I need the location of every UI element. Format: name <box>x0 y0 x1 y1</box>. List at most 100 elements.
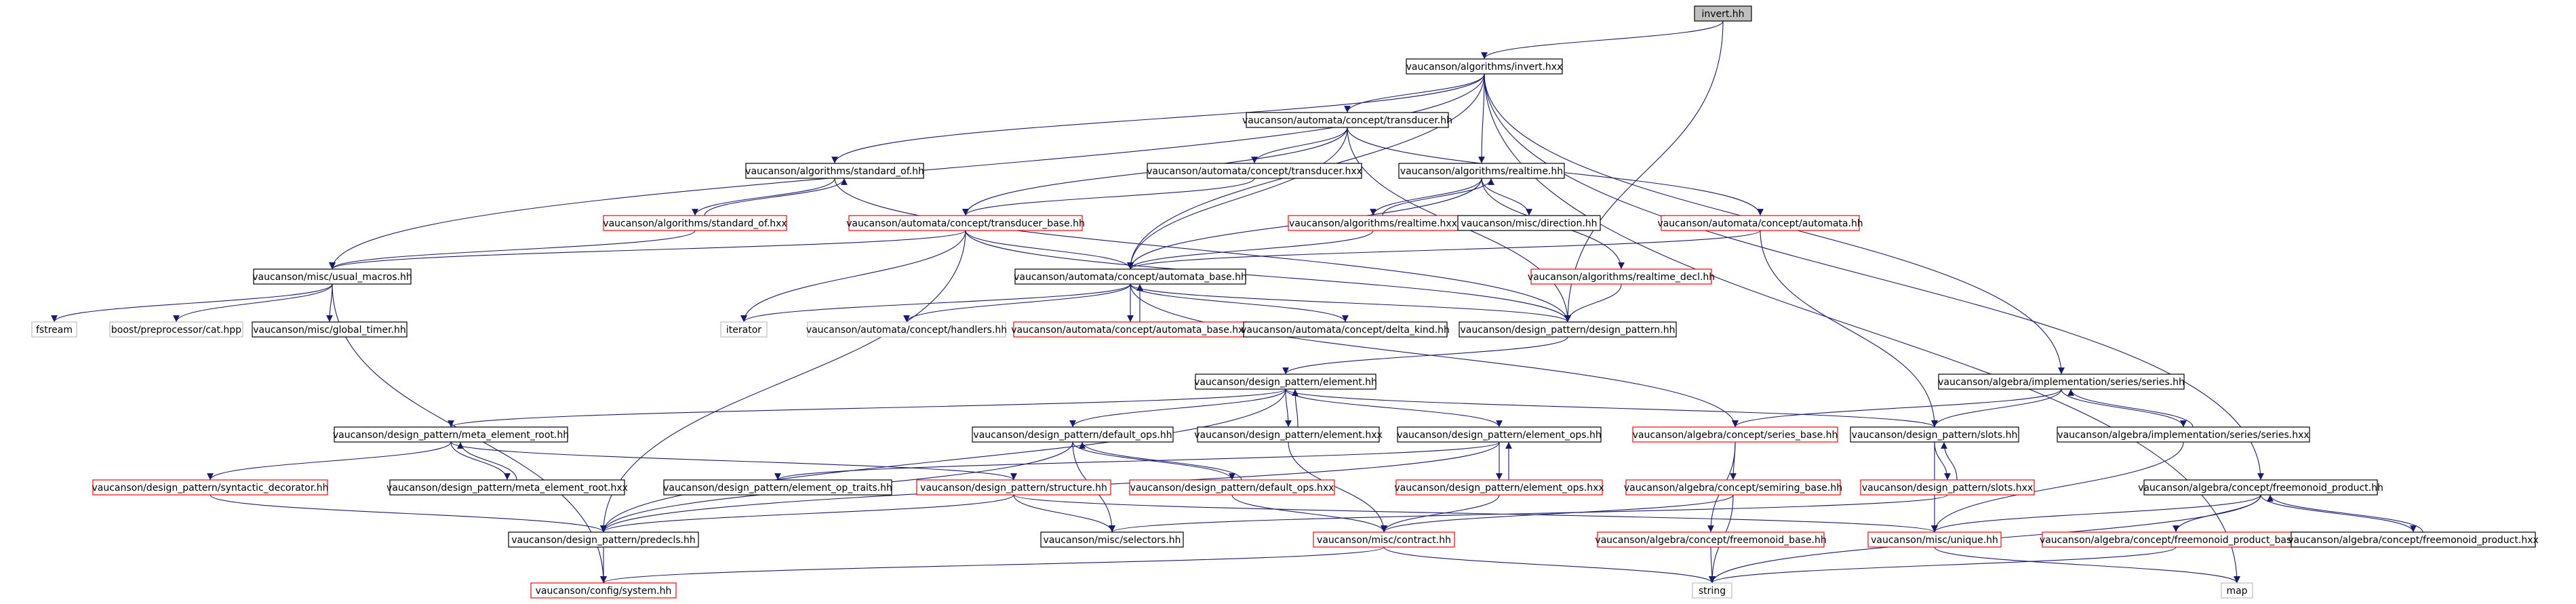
node-slots-hxx[interactable]: vaucanson/design_pattern/slots.hxx <box>1860 479 2035 496</box>
node-standard-of-hxx[interactable]: vaucanson/algorithms/standard_of.hxx <box>603 215 787 231</box>
node-label: boost/preprocessor/cat.hpp <box>111 325 241 336</box>
node-series-hxx[interactable]: vaucanson/algebra/implementation/series/… <box>2057 426 2310 443</box>
edge-standard_of_hxx-to-usual_macros_hh <box>329 230 696 270</box>
edge-element_hxx-to-element_hh <box>1292 388 1299 428</box>
node-box <box>2221 582 2253 599</box>
node-syntactic-decorator-hh[interactable]: vaucanson/design_pattern/syntactic_decor… <box>92 479 329 496</box>
node-freemonoid-product-hxx[interactable]: vaucanson/algebra/concept/freemonoid_pro… <box>2288 531 2539 548</box>
node-transducer-base-hh[interactable]: vaucanson/automata/concept/transducer_ba… <box>846 215 1085 231</box>
node-label: vaucanson/algebra/concept/freemonoid_pro… <box>2040 535 2312 546</box>
edge-standard_of_hh-to-design_pattern_hh <box>834 178 1571 323</box>
edge-usual_macros_hh-to-global_timer_hh <box>326 283 333 323</box>
node-standard-of-hh[interactable]: vaucanson/algorithms/standard_of.hh <box>745 163 924 179</box>
node-element-ops-hxx[interactable]: vaucanson/design_pattern/element_ops.hxx <box>1394 479 1604 496</box>
edge-element_hh-to-slots_hh <box>1285 388 1938 428</box>
edge-semiring_base_hh-to-contract_hh <box>1381 494 1734 533</box>
node-box <box>1692 582 1732 599</box>
node-map: map <box>2221 582 2253 599</box>
node-meta-element-root-hxx[interactable]: vaucanson/design_pattern/meta_element_ro… <box>387 479 628 496</box>
node-box <box>1246 112 1449 128</box>
node-design-pattern-hh[interactable]: vaucanson/design_pattern/design_pattern.… <box>1459 321 1677 338</box>
node-slots-hh[interactable]: vaucanson/design_pattern/slots.hh <box>1850 426 2019 443</box>
edge-invert_hxx-to-realtime_hh <box>1478 73 1485 164</box>
node-fstream: fstream <box>31 321 77 338</box>
node-label: vaucanson/design_pattern/element_op_trai… <box>663 483 892 494</box>
node-box <box>1398 163 1565 179</box>
node-box <box>1243 321 1448 338</box>
node-label: vaucanson/automata/concept/handlers.hh <box>806 325 1007 336</box>
node-direction-hh[interactable]: vaucanson/misc/direction.hh <box>1457 215 1601 231</box>
edge-element_hh-to-meta_element_root_hh <box>448 388 1286 428</box>
edge-usual_macros_hh-to-fstream <box>51 283 333 323</box>
node-box <box>1632 426 1838 443</box>
edge-series_hxx-to-unique_hh <box>1931 441 2184 533</box>
node-invert-hh: invert.hh <box>1694 5 1752 22</box>
node-transducer-hh[interactable]: vaucanson/automata/concept/transducer.hh <box>1242 112 1452 128</box>
node-label: vaucanson/algorithms/standard_of.hxx <box>603 218 787 229</box>
node-box <box>109 321 243 338</box>
node-series-base-hh[interactable]: vaucanson/algebra/concept/series_base.hh <box>1632 426 1838 443</box>
node-box <box>603 215 787 231</box>
node-automata-base-hh[interactable]: vaucanson/automata/concept/automata_base… <box>1014 268 1247 285</box>
edge-transducer_hxx-to-transducer_base_hh <box>962 178 1255 216</box>
node-invert-hxx[interactable]: vaucanson/algorithms/invert.hxx <box>1406 58 1563 75</box>
edge-automata_base_hh-to-iterator <box>740 283 1131 323</box>
node-label: vaucanson/design_pattern/element_ops.hh <box>1397 430 1602 441</box>
node-label: vaucanson/automata/concept/transducer_ba… <box>846 218 1085 229</box>
edge-slots_hxx-to-selectors_hh <box>1109 494 1948 533</box>
node-transducer-hxx[interactable]: vaucanson/automata/concept/transducer.hx… <box>1147 163 1362 179</box>
node-structure-hh[interactable]: vaucanson/design_pattern/structure.hh <box>916 479 1111 496</box>
node-element-ops-hh[interactable]: vaucanson/design_pattern/element_ops.hh <box>1397 426 1602 443</box>
node-freemonoid-product-hh[interactable]: vaucanson/algebra/concept/freemonoid_pro… <box>2138 479 2383 496</box>
node-element-hh[interactable]: vaucanson/design_pattern/element.hh <box>1194 374 1377 390</box>
node-semiring-base-hh[interactable]: vaucanson/algebra/concept/semiring_base.… <box>1624 479 1842 496</box>
edge-structure_hh-to-unique_hh <box>1013 494 1938 533</box>
node-label: vaucanson/design_pattern/predecls.hh <box>511 535 695 546</box>
edge-automata_base_hh-to-series_base_hh <box>1130 283 1739 428</box>
node-box <box>972 426 1174 443</box>
node-box <box>92 479 328 496</box>
edge-contract_hh-to-system_hh <box>600 546 1385 584</box>
node-selectors-hh[interactable]: vaucanson/misc/selectors.hh <box>1040 531 1184 548</box>
edge-default_ops_hxx-to-contract_hh <box>1231 494 1387 533</box>
node-automata-hh[interactable]: vaucanson/automata/concept/automata.hh <box>1657 215 1863 231</box>
node-freemonoid-base-hh[interactable]: vaucanson/algebra/concept/freemonoid_bas… <box>1595 531 1827 548</box>
node-label: vaucanson/automata/concept/transducer.hh <box>1242 115 1452 126</box>
node-freemonoid-product-base-hh[interactable]: vaucanson/algebra/concept/freemonoid_pro… <box>2040 531 2312 548</box>
node-label: vaucanson/algebra/concept/freemonoid_bas… <box>1595 535 1826 546</box>
node-automata-base-hxx[interactable]: vaucanson/automata/concept/automata_base… <box>1011 321 1250 338</box>
node-meta-element-root-hh[interactable]: vaucanson/design_pattern/meta_element_ro… <box>333 426 569 443</box>
node-unique-hh[interactable]: vaucanson/misc/unique.hh <box>1867 531 2002 548</box>
edge-automata_base_hh-to-design_pattern_hh <box>1130 283 1571 323</box>
node-label: vaucanson/algebra/implementation/series/… <box>2057 430 2309 441</box>
node-realtime-hh[interactable]: vaucanson/algorithms/realtime.hh <box>1398 163 1565 179</box>
node-box <box>1850 426 2019 443</box>
node-box <box>720 321 768 338</box>
edge-unique_hh-to-map <box>1934 546 2240 584</box>
node-box <box>1040 531 1184 548</box>
edge-transducer_hh-to-transducer_hxx <box>1251 127 1348 164</box>
node-contract-hh[interactable]: vaucanson/misc/contract.hh <box>1313 531 1455 548</box>
node-label: vaucanson/automata/concept/automata_base… <box>1011 325 1249 336</box>
node-usual-macros-hh[interactable]: vaucanson/misc/usual_macros.hh <box>252 268 412 285</box>
node-label: vaucanson/design_pattern/structure.hh <box>920 483 1107 494</box>
node-box <box>1597 531 1825 548</box>
node-default-ops-hh[interactable]: vaucanson/design_pattern/default_ops.hh <box>972 426 1174 443</box>
node-delta-kind-hh[interactable]: vaucanson/automata/concept/delta_kind.hh <box>1241 321 1450 338</box>
node-box <box>389 479 625 496</box>
node-predecls-hh[interactable]: vaucanson/design_pattern/predecls.hh <box>508 531 699 548</box>
node-realtime-decl-hh[interactable]: vaucanson/algorithms/realtime_decl.hh <box>1528 268 1715 285</box>
node-global-timer-hh[interactable]: vaucanson/misc/global_timer.hh <box>252 321 408 338</box>
node-box <box>1457 215 1601 231</box>
node-default-ops-hxx[interactable]: vaucanson/design_pattern/default_ops.hxx <box>1129 479 1335 496</box>
node-box <box>1530 268 1712 285</box>
node-element-op-traits-hh[interactable]: vaucanson/design_pattern/element_op_trai… <box>663 479 892 496</box>
edge-freemonoid_product_hh-to-unique_hh <box>1931 494 2261 533</box>
node-series-hh[interactable]: vaucanson/algebra/implementation/series/… <box>1938 374 2185 390</box>
node-label: vaucanson/automata/concept/delta_kind.hh <box>1241 325 1450 336</box>
node-element-hxx[interactable]: vaucanson/design_pattern/element.hxx <box>1194 426 1383 443</box>
node-realtime-hxx[interactable]: vaucanson/algorithms/realtime.hxx <box>1288 215 1459 231</box>
edge-series_hh-to-slots_hh <box>1931 388 2062 428</box>
edge-realtime_hh-to-realtime_hxx <box>1370 178 1482 216</box>
node-system-hh[interactable]: vaucanson/config/system.hh <box>530 582 677 599</box>
